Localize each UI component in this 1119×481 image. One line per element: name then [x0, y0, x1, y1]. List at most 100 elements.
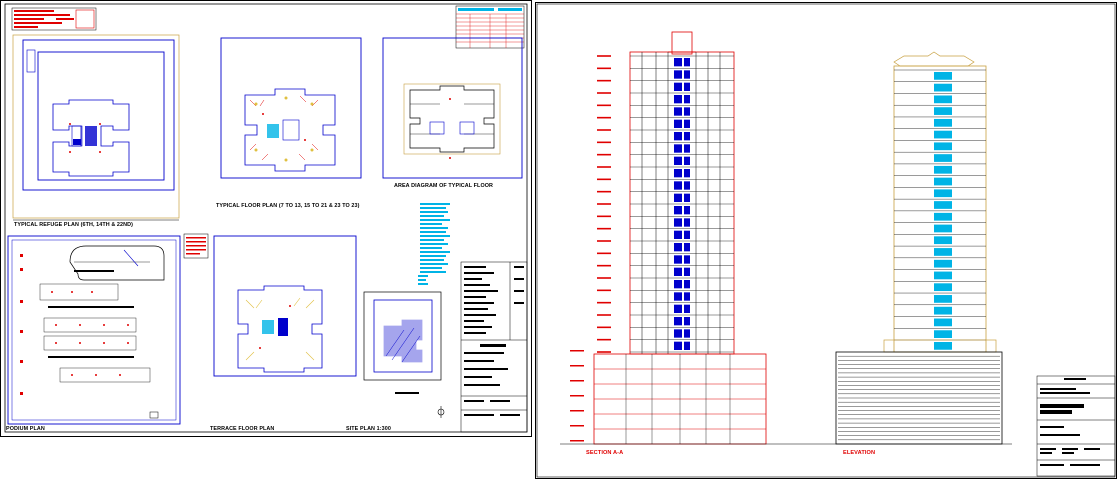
area-statement-table: [455, 5, 525, 49]
elevation-window: [934, 318, 952, 327]
section-level-marker: [597, 338, 611, 341]
section-core-block: [684, 107, 690, 116]
section-level-marker: [597, 301, 611, 304]
section-level-marker: [597, 67, 611, 70]
elevation-window: [934, 271, 952, 280]
section-core-block: [684, 341, 690, 350]
section-core-block: [674, 243, 682, 252]
section-core-block: [674, 95, 682, 104]
section-level-marker: [597, 153, 611, 156]
section-core-block: [684, 132, 690, 141]
elevation-window: [934, 283, 952, 292]
section-core-block: [684, 255, 690, 264]
section-core-block: [684, 58, 690, 67]
section-core-block: [674, 329, 682, 338]
section-core-block: [684, 292, 690, 301]
elevation-window: [934, 107, 952, 115]
terrace-plan-title: TERRACE FLOOR PLAN: [210, 426, 275, 432]
elevation-window: [934, 142, 952, 151]
section-level-marker: [597, 351, 611, 353]
elevation-window: [934, 201, 952, 209]
elevation-window: [934, 306, 952, 315]
section-core-block: [674, 292, 682, 301]
section-core-block: [684, 82, 690, 91]
section-tower: [597, 31, 735, 355]
section-level-marker: [597, 55, 611, 57]
right-inner-frame: [536, 3, 1116, 478]
cyan-notes-column: [418, 203, 450, 285]
section-core-block: [674, 193, 682, 202]
elevation-window: [934, 118, 952, 127]
section-core-block: [684, 181, 690, 190]
section-level-marker: [597, 215, 611, 218]
elevation-window: [934, 224, 952, 233]
section-level-marker: [597, 203, 611, 205]
section-core-block: [674, 206, 682, 215]
section-core-block: [674, 267, 682, 276]
elevation-window: [934, 130, 952, 139]
section-level-marker: [597, 277, 611, 279]
section-core-block: [674, 107, 682, 116]
right-title-block-text: [1040, 378, 1100, 466]
section-level-marker: [597, 104, 611, 107]
elevation-window: [934, 189, 952, 198]
elevation-window: [934, 83, 952, 92]
section-core-block: [674, 119, 682, 128]
section-core-block: [684, 317, 690, 326]
section-core-block: [684, 144, 690, 153]
left-title-block-text: [464, 266, 524, 416]
section-core-block: [684, 280, 690, 289]
elevation-podium: [835, 351, 1003, 445]
elevation-window: [934, 154, 952, 162]
section-core-block: [684, 218, 690, 227]
section-core-block: [674, 58, 682, 67]
right-title-block: [1036, 375, 1116, 477]
site-plan-title: SITE PLAN 1:300: [346, 426, 391, 432]
elevation-window: [934, 248, 952, 256]
section-level-marker: [597, 116, 611, 119]
left-drawing-sheet: [0, 0, 532, 437]
section-core-block: [674, 70, 682, 79]
section-core-block: [684, 119, 690, 128]
section-core-block: [674, 181, 682, 190]
left-title-block: [460, 261, 528, 433]
section-core-block: [674, 255, 682, 264]
elevation-window: [934, 72, 952, 80]
section-core-block: [674, 317, 682, 326]
section-core-block: [674, 156, 682, 165]
section-level-marker: [597, 326, 611, 329]
section-core-block: [674, 304, 682, 313]
section-core-block: [684, 193, 690, 202]
section-level-marker: [597, 129, 611, 131]
section-level-marker: [597, 252, 611, 255]
elevation-window: [934, 165, 952, 174]
refuge-plan-title: TYPICAL REFUGE PLAN (6TH, 14TH & 22ND): [14, 222, 134, 228]
section-core-block: [684, 169, 690, 178]
section-core-block: [684, 304, 690, 313]
section-core-block: [684, 230, 690, 239]
elevation-window: [934, 259, 952, 268]
typical-floor-plan-title: TYPICAL FLOOR PLAN (7 TO 13, 15 TO 21 & …: [216, 203, 360, 209]
elevation-window: [934, 212, 952, 221]
section-core-block: [684, 95, 690, 104]
section-core-block: [674, 82, 682, 91]
section-level-marker: [597, 314, 611, 316]
podium-plan-title: PODIUM PLAN: [6, 426, 45, 432]
terrace-plan-drawing: [213, 235, 357, 377]
section-core-block: [684, 243, 690, 252]
area-diagram-title: AREA DIAGRAM OF TYPICAL FLOOR: [394, 183, 494, 189]
section-core-block: [674, 218, 682, 227]
section-core-block: [684, 70, 690, 79]
section-level-marker: [597, 178, 611, 181]
section-level-marker: [597, 79, 611, 82]
section-core-block: [684, 156, 690, 165]
section-level-marker: [597, 190, 611, 193]
section-core-block: [684, 329, 690, 338]
elevation-window: [934, 177, 952, 186]
section-podium: [560, 350, 1012, 445]
elevation-window: [934, 95, 952, 104]
elevation-window: [934, 236, 952, 245]
typical-floor-plan-drawing: [220, 37, 362, 179]
section-level-marker: [597, 166, 611, 168]
